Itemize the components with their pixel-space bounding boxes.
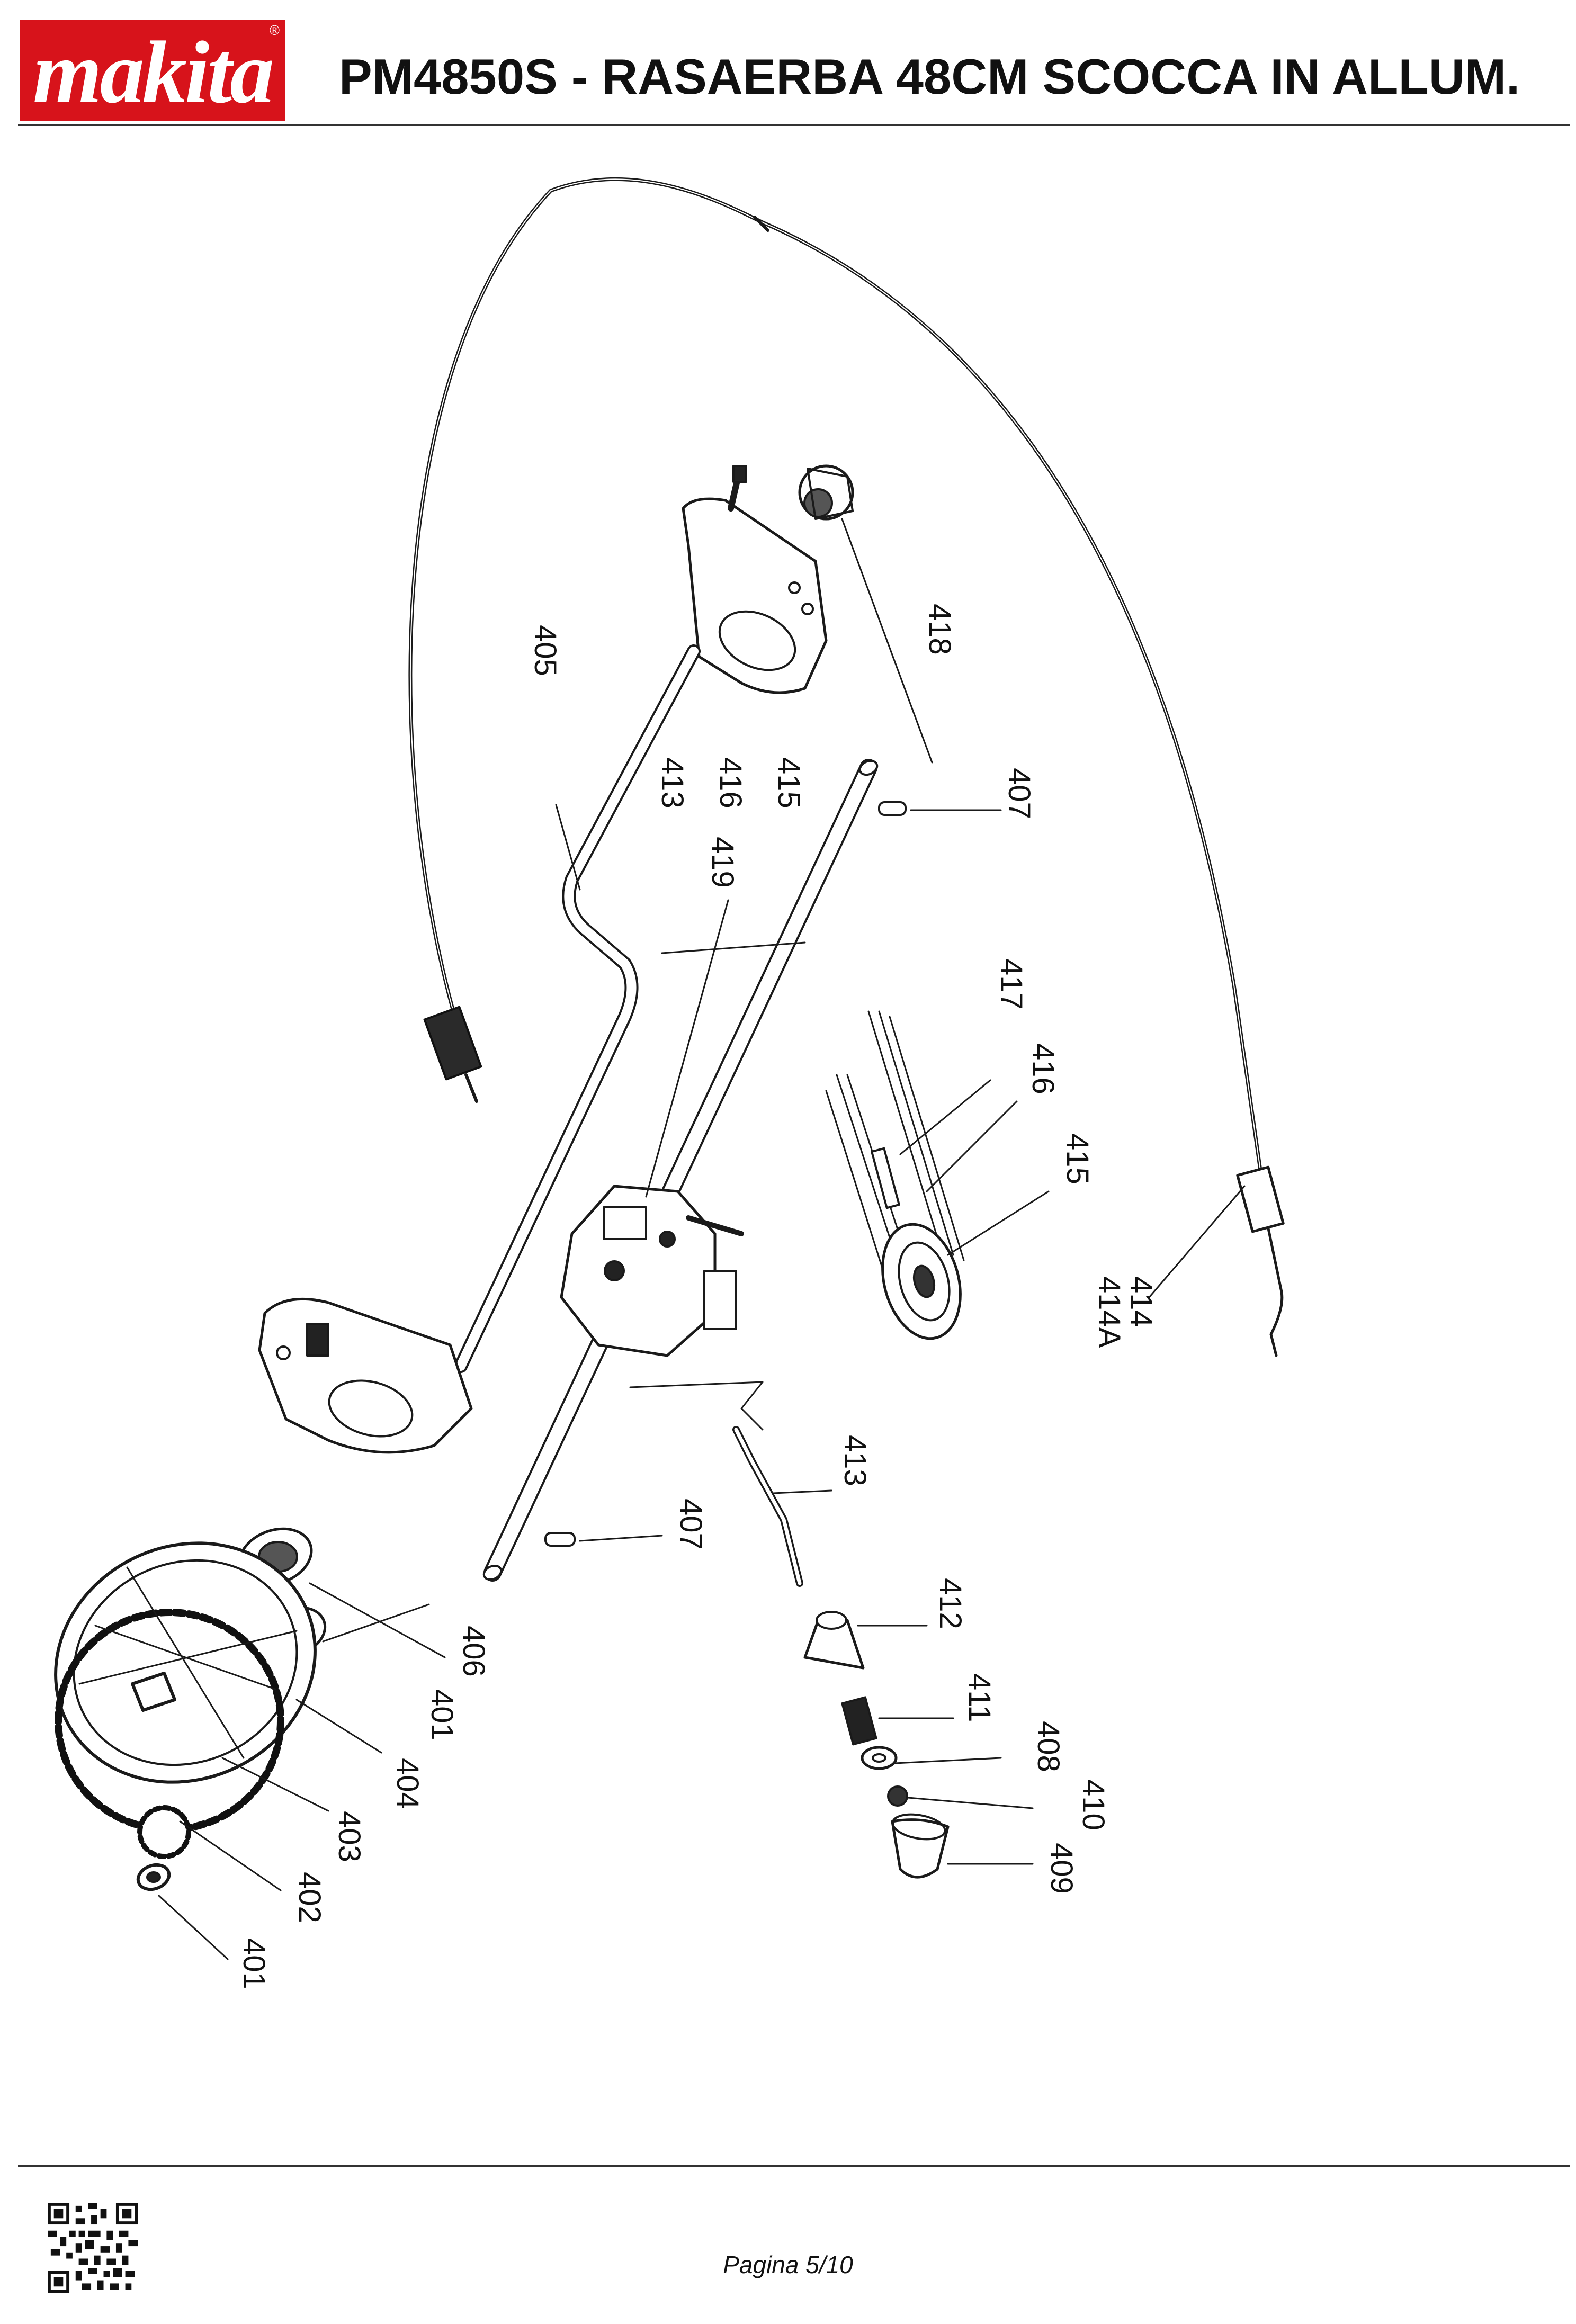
callout-415-lower: 415: [1060, 1133, 1095, 1185]
cranked-rod: [454, 644, 701, 1373]
control-cable: [408, 177, 1285, 1357]
leader-lines: [158, 518, 1246, 1960]
callout-403: 403: [332, 1811, 366, 1862]
callout-401-lower: 401: [237, 1938, 271, 1989]
zigzag-link: [629, 1381, 764, 1431]
header-divider: [18, 124, 1570, 126]
qr-code-icon: [48, 2203, 138, 2293]
exploded-parts-diagram: 405 418 415 416 413 419 407 417 416 415 …: [54, 177, 1285, 1989]
pin-lower: [544, 1532, 576, 1547]
callout-407-lower: 407: [674, 1499, 708, 1550]
pin-upper: [878, 801, 907, 816]
page-number: Pagina 5/10: [723, 2251, 853, 2278]
callout-417: 417: [994, 958, 1028, 1010]
logo-wordmark: makita: [32, 23, 274, 122]
callout-404: 404: [390, 1758, 425, 1809]
lower-bracket: [258, 1297, 473, 1454]
callout-402: 402: [292, 1872, 327, 1923]
callout-408: 408: [1031, 1721, 1065, 1772]
footer-divider: [18, 2165, 1570, 2167]
callout-416-lower: 416: [1026, 1043, 1060, 1094]
callout-418: 418: [923, 604, 957, 655]
page-header: makita ® PM4850S - RASAERBA 48CM SCOCCA …: [0, 0, 1576, 127]
gearbox: [560, 1185, 744, 1357]
callout-416-upper: 416: [713, 757, 748, 809]
makita-logo: makita ®: [20, 20, 285, 121]
small-pinion-gear: [798, 464, 854, 521]
callout-409: 409: [1044, 1843, 1079, 1894]
callout-405: 405: [528, 625, 562, 676]
callout-412: 412: [933, 1578, 968, 1629]
callout-406: 406: [456, 1626, 491, 1677]
callout-419: 419: [705, 837, 740, 888]
drive-shaft: [482, 759, 879, 1582]
callout-411: 411: [962, 1673, 997, 1722]
callout-415-upper: 415: [772, 757, 806, 809]
callout-414A: 414A: [1092, 1276, 1126, 1348]
callout-413-lower: 413: [838, 1435, 872, 1486]
page-title: PM4850S - RASAERBA 48CM SCOCCA IN ALLUM.: [339, 49, 1520, 104]
callout-414: 414: [1124, 1276, 1158, 1327]
pulley-assembly: [825, 1010, 965, 1340]
knob-parts: [803, 1611, 950, 1879]
callout-401-upper: 401: [425, 1689, 459, 1740]
upper-bracket: [682, 465, 828, 694]
wheel-assembly: [54, 1527, 327, 1891]
callout-410: 410: [1076, 1779, 1111, 1831]
registered-mark-icon: ®: [269, 22, 280, 38]
callout-407-upper: 407: [1002, 768, 1036, 819]
callout-413-upper: 413: [655, 757, 690, 809]
